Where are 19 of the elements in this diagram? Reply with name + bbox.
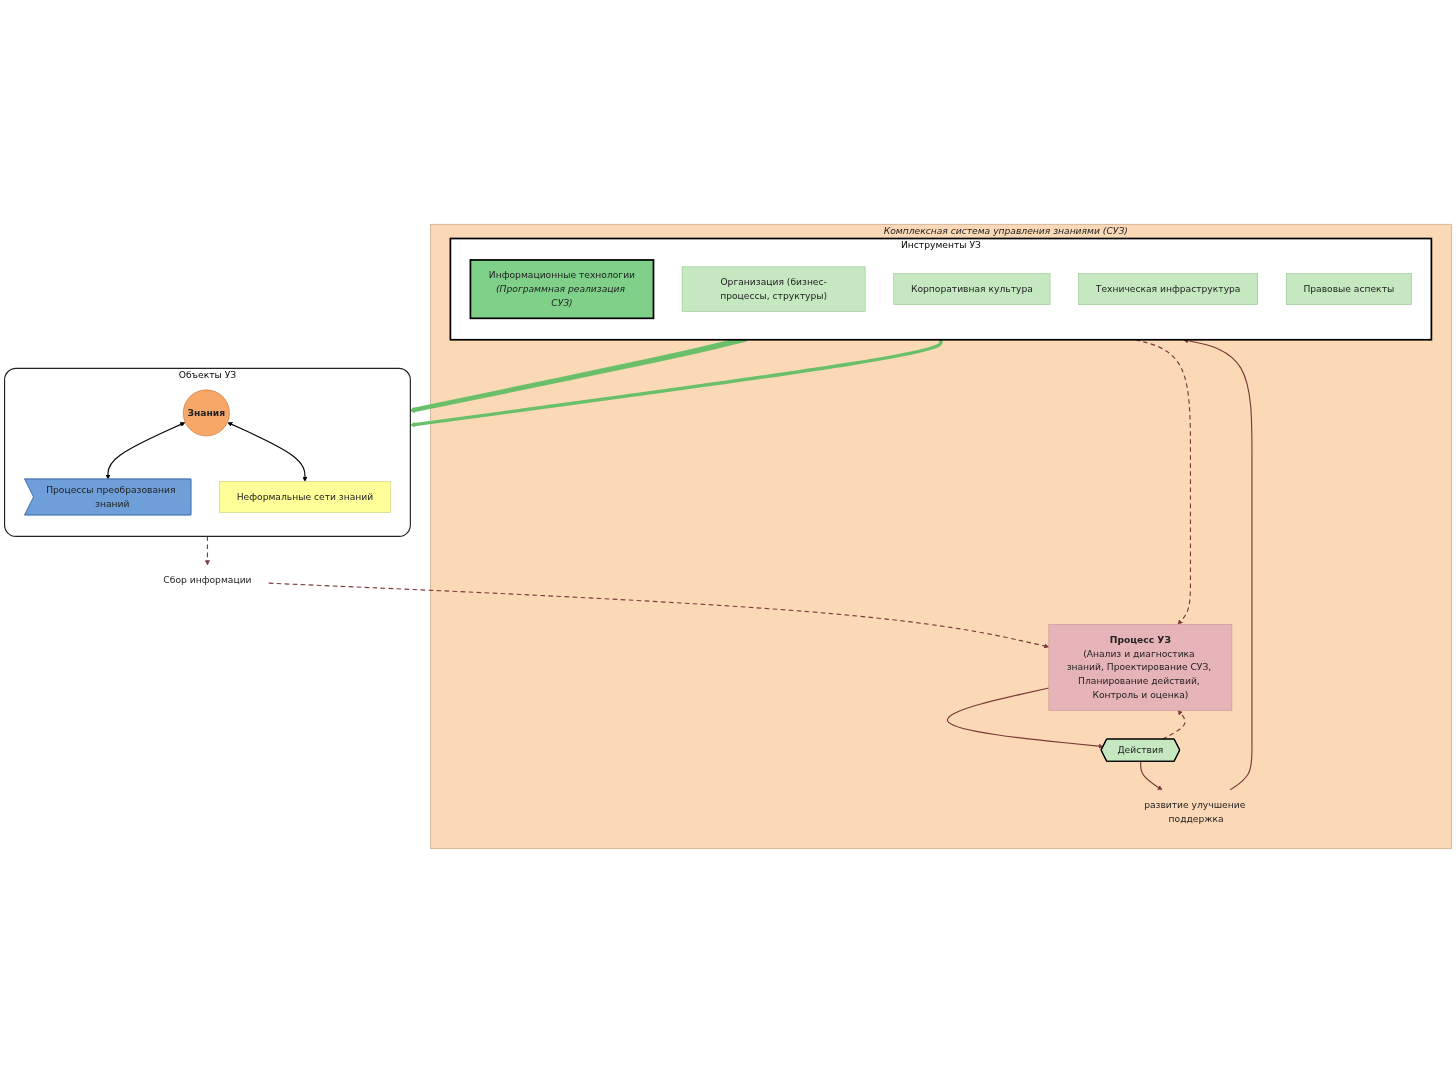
arrow: [227, 422, 308, 482]
node-circle: Знания: [182, 389, 230, 437]
arrow: [1162, 710, 1186, 740]
arrow: [410, 339, 943, 428]
arrow: [105, 422, 186, 480]
node-box: Неформальные сети знаний: [219, 481, 391, 513]
node-box: Корпоративная культура: [893, 273, 1051, 305]
arrow: [204, 535, 210, 566]
node-box: Техническая инфраструктура: [1078, 273, 1258, 305]
node-box: Информационные технологии (Программная реализация СУЗ): [469, 259, 655, 320]
arrow: [946, 687, 1104, 749]
node-box: Правовые аспекты: [1285, 273, 1412, 305]
node-box: Организация (бизнес-процессы, структуры): [681, 266, 866, 312]
node-text: развитие улучшение поддержка: [1144, 799, 1246, 825]
arrow: [268, 582, 1050, 649]
node-box: Процесс УЗ (Анализ и диагностика знаний, Проектирование СУЗ, Планирование действий, Контроль и оценка): [1048, 624, 1233, 711]
arrow: [1183, 338, 1253, 791]
arrow: [1140, 760, 1163, 791]
node-text: Сбор информации: [163, 574, 252, 586]
